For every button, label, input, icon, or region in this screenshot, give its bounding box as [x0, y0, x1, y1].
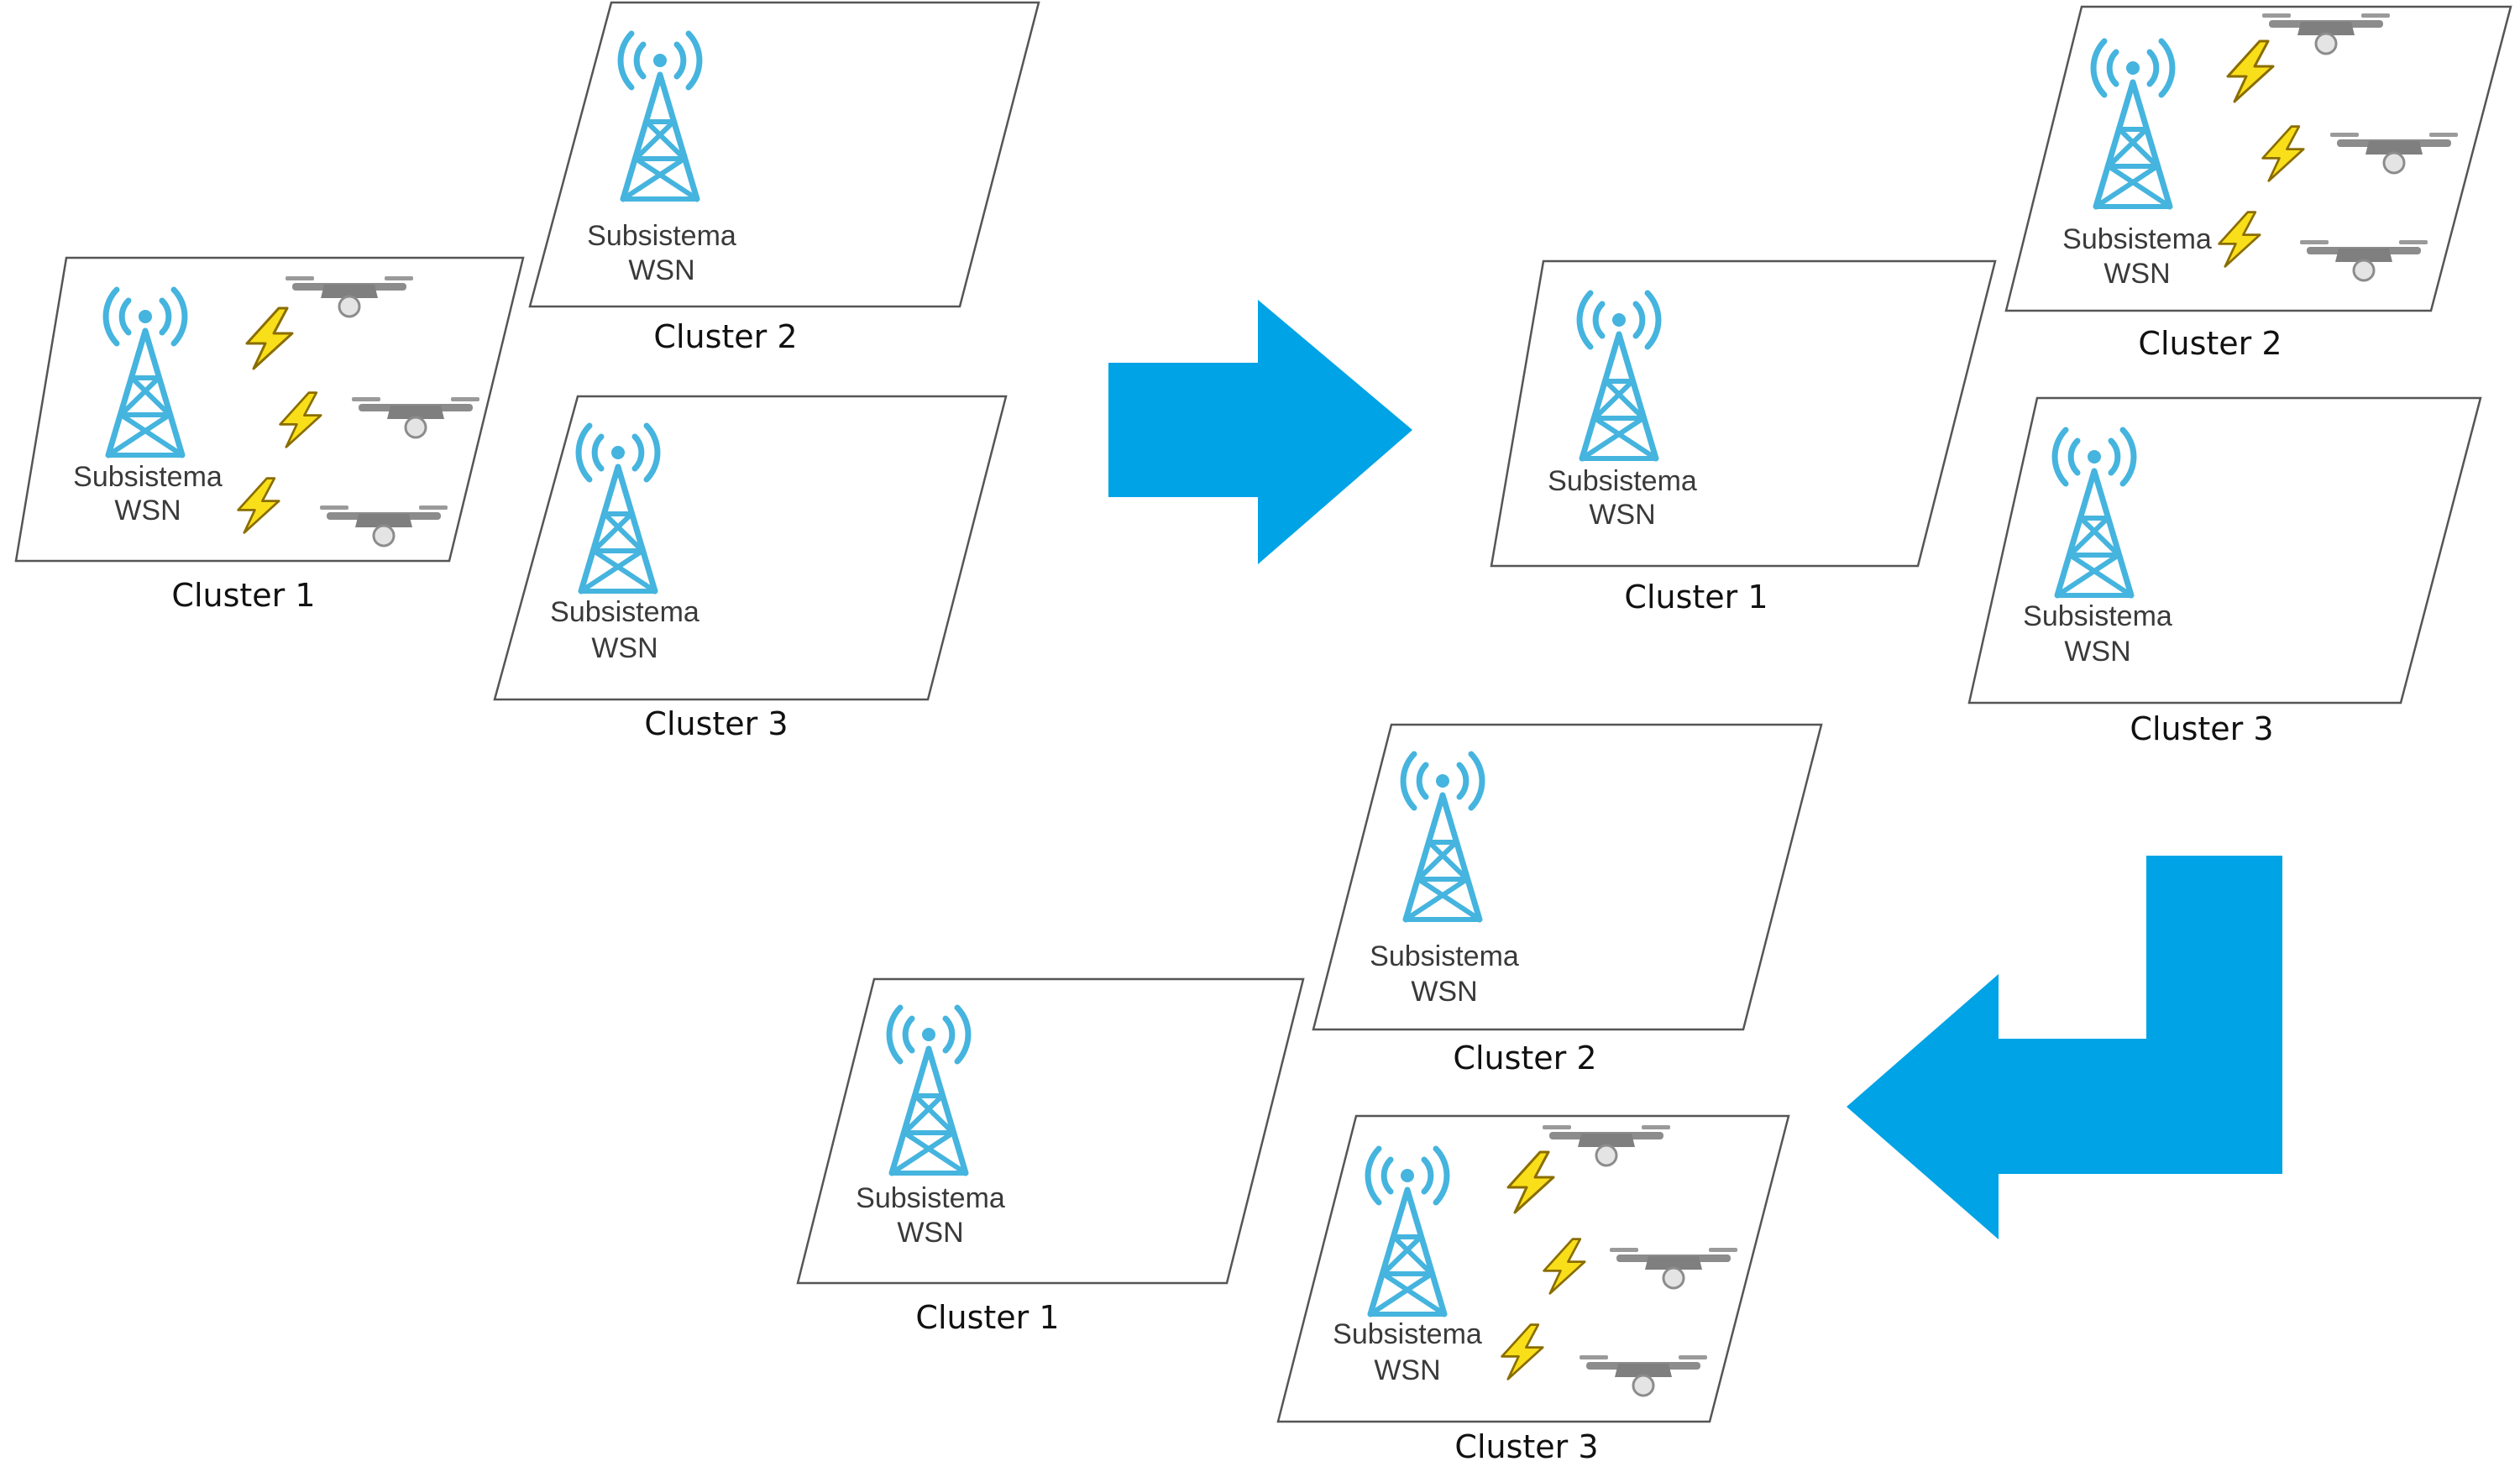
- stage-3: Subsistema WSN Cluster 1 Subsistema WSN …: [796, 723, 1823, 1465]
- tower-label-line2: WSN: [1374, 1354, 1440, 1386]
- tower-label-line2: WSN: [1589, 499, 1655, 531]
- tower-label-line1: Subsistema: [1333, 1318, 1482, 1350]
- tower-label-line1: Subsistema: [856, 1182, 1005, 1214]
- cluster-1-label: Cluster 1: [915, 1299, 1059, 1336]
- tower-label-line1: Subsistema: [73, 461, 223, 493]
- cluster-3-label: Cluster 3: [1454, 1428, 1598, 1465]
- cluster-1-label: Cluster 1: [1624, 579, 1768, 616]
- flow-arrow-right: [1108, 300, 1412, 564]
- cluster-3-label: Cluster 3: [644, 705, 788, 742]
- cluster-frame: [1312, 723, 1823, 1031]
- cluster-2-panel: Subsistema WSN Cluster 2: [528, 1, 1040, 355]
- cluster-1-panel: Subsistema WSN Cluster 1: [796, 977, 1305, 1336]
- cluster-2-label: Cluster 2: [2138, 325, 2282, 362]
- cluster-1-panel: Subsistema WSN Cluster 1: [1490, 259, 1997, 616]
- tower-label-line1: Subsistema: [1548, 465, 1697, 497]
- cluster-1-panel: Subsistema WSN Cluster 1: [14, 256, 525, 614]
- stage-2: Subsistema WSN Cluster 1 Subsistema WSN …: [1490, 5, 2512, 747]
- cluster-2-label: Cluster 2: [1453, 1040, 1596, 1076]
- cluster-3-panel: Subsistema WSN Cluster 3: [1967, 396, 2482, 747]
- cluster-1-label: Cluster 1: [171, 577, 315, 614]
- cluster-frame: [528, 1, 1040, 308]
- tower-label-line2: WSN: [897, 1217, 963, 1249]
- tower-label-line2: WSN: [114, 495, 181, 526]
- tower-label-line1: Subsistema: [550, 596, 699, 628]
- cluster-frame: [493, 395, 1008, 701]
- tower-label-line2: WSN: [1411, 976, 1477, 1008]
- tower-label-line2: WSN: [591, 632, 658, 664]
- cluster-frame: [796, 977, 1305, 1285]
- flow-arrow-return: [1847, 856, 2282, 1239]
- tower-label-line1: Subsistema: [1370, 940, 1519, 972]
- cluster-frame: [1490, 259, 1997, 568]
- cluster-3-panel: Subsistema WSN Cluster 3: [493, 395, 1008, 742]
- tower-label-line1: Subsistema: [2062, 223, 2212, 255]
- tower-label-line2: WSN: [628, 254, 694, 286]
- tower-label-line1: Subsistema: [2023, 600, 2172, 632]
- cluster-2-panel: Subsistema WSN Cluster 2: [2004, 5, 2512, 362]
- tower-label-line2: WSN: [2103, 258, 2170, 290]
- cluster-frame: [1967, 396, 2482, 705]
- cluster-2-label: Cluster 2: [653, 318, 797, 355]
- tower-label-line2: WSN: [2064, 636, 2130, 668]
- cluster-3-label: Cluster 3: [2130, 710, 2273, 747]
- cluster-3-panel: Subsistema WSN Cluster 3: [1276, 1114, 1790, 1465]
- cluster-2-panel: Subsistema WSN Cluster 2: [1312, 723, 1823, 1076]
- stage-1: Subsistema WSN Cluster 1 Subsistema WSN …: [14, 1, 1040, 742]
- tower-label-line1: Subsistema: [587, 220, 736, 252]
